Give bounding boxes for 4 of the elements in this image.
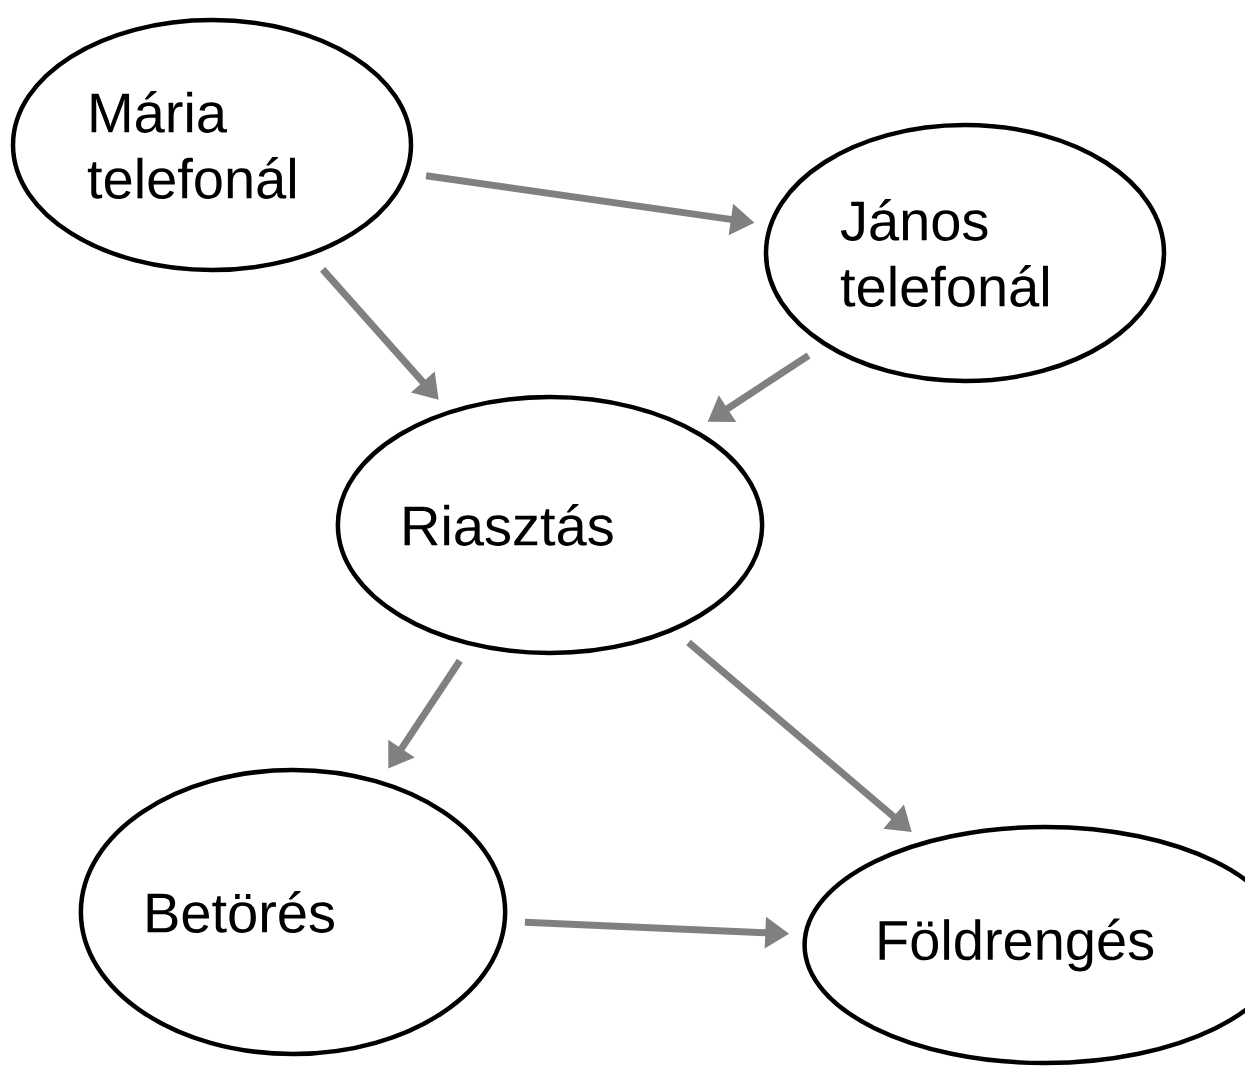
ellipse-node: Mária telefonál	[10, 17, 414, 273]
ellipse-node: Riasztás	[335, 394, 765, 656]
ellipse-node: Betörés	[78, 767, 508, 1057]
ellipse-node: János telefonál	[763, 122, 1167, 384]
